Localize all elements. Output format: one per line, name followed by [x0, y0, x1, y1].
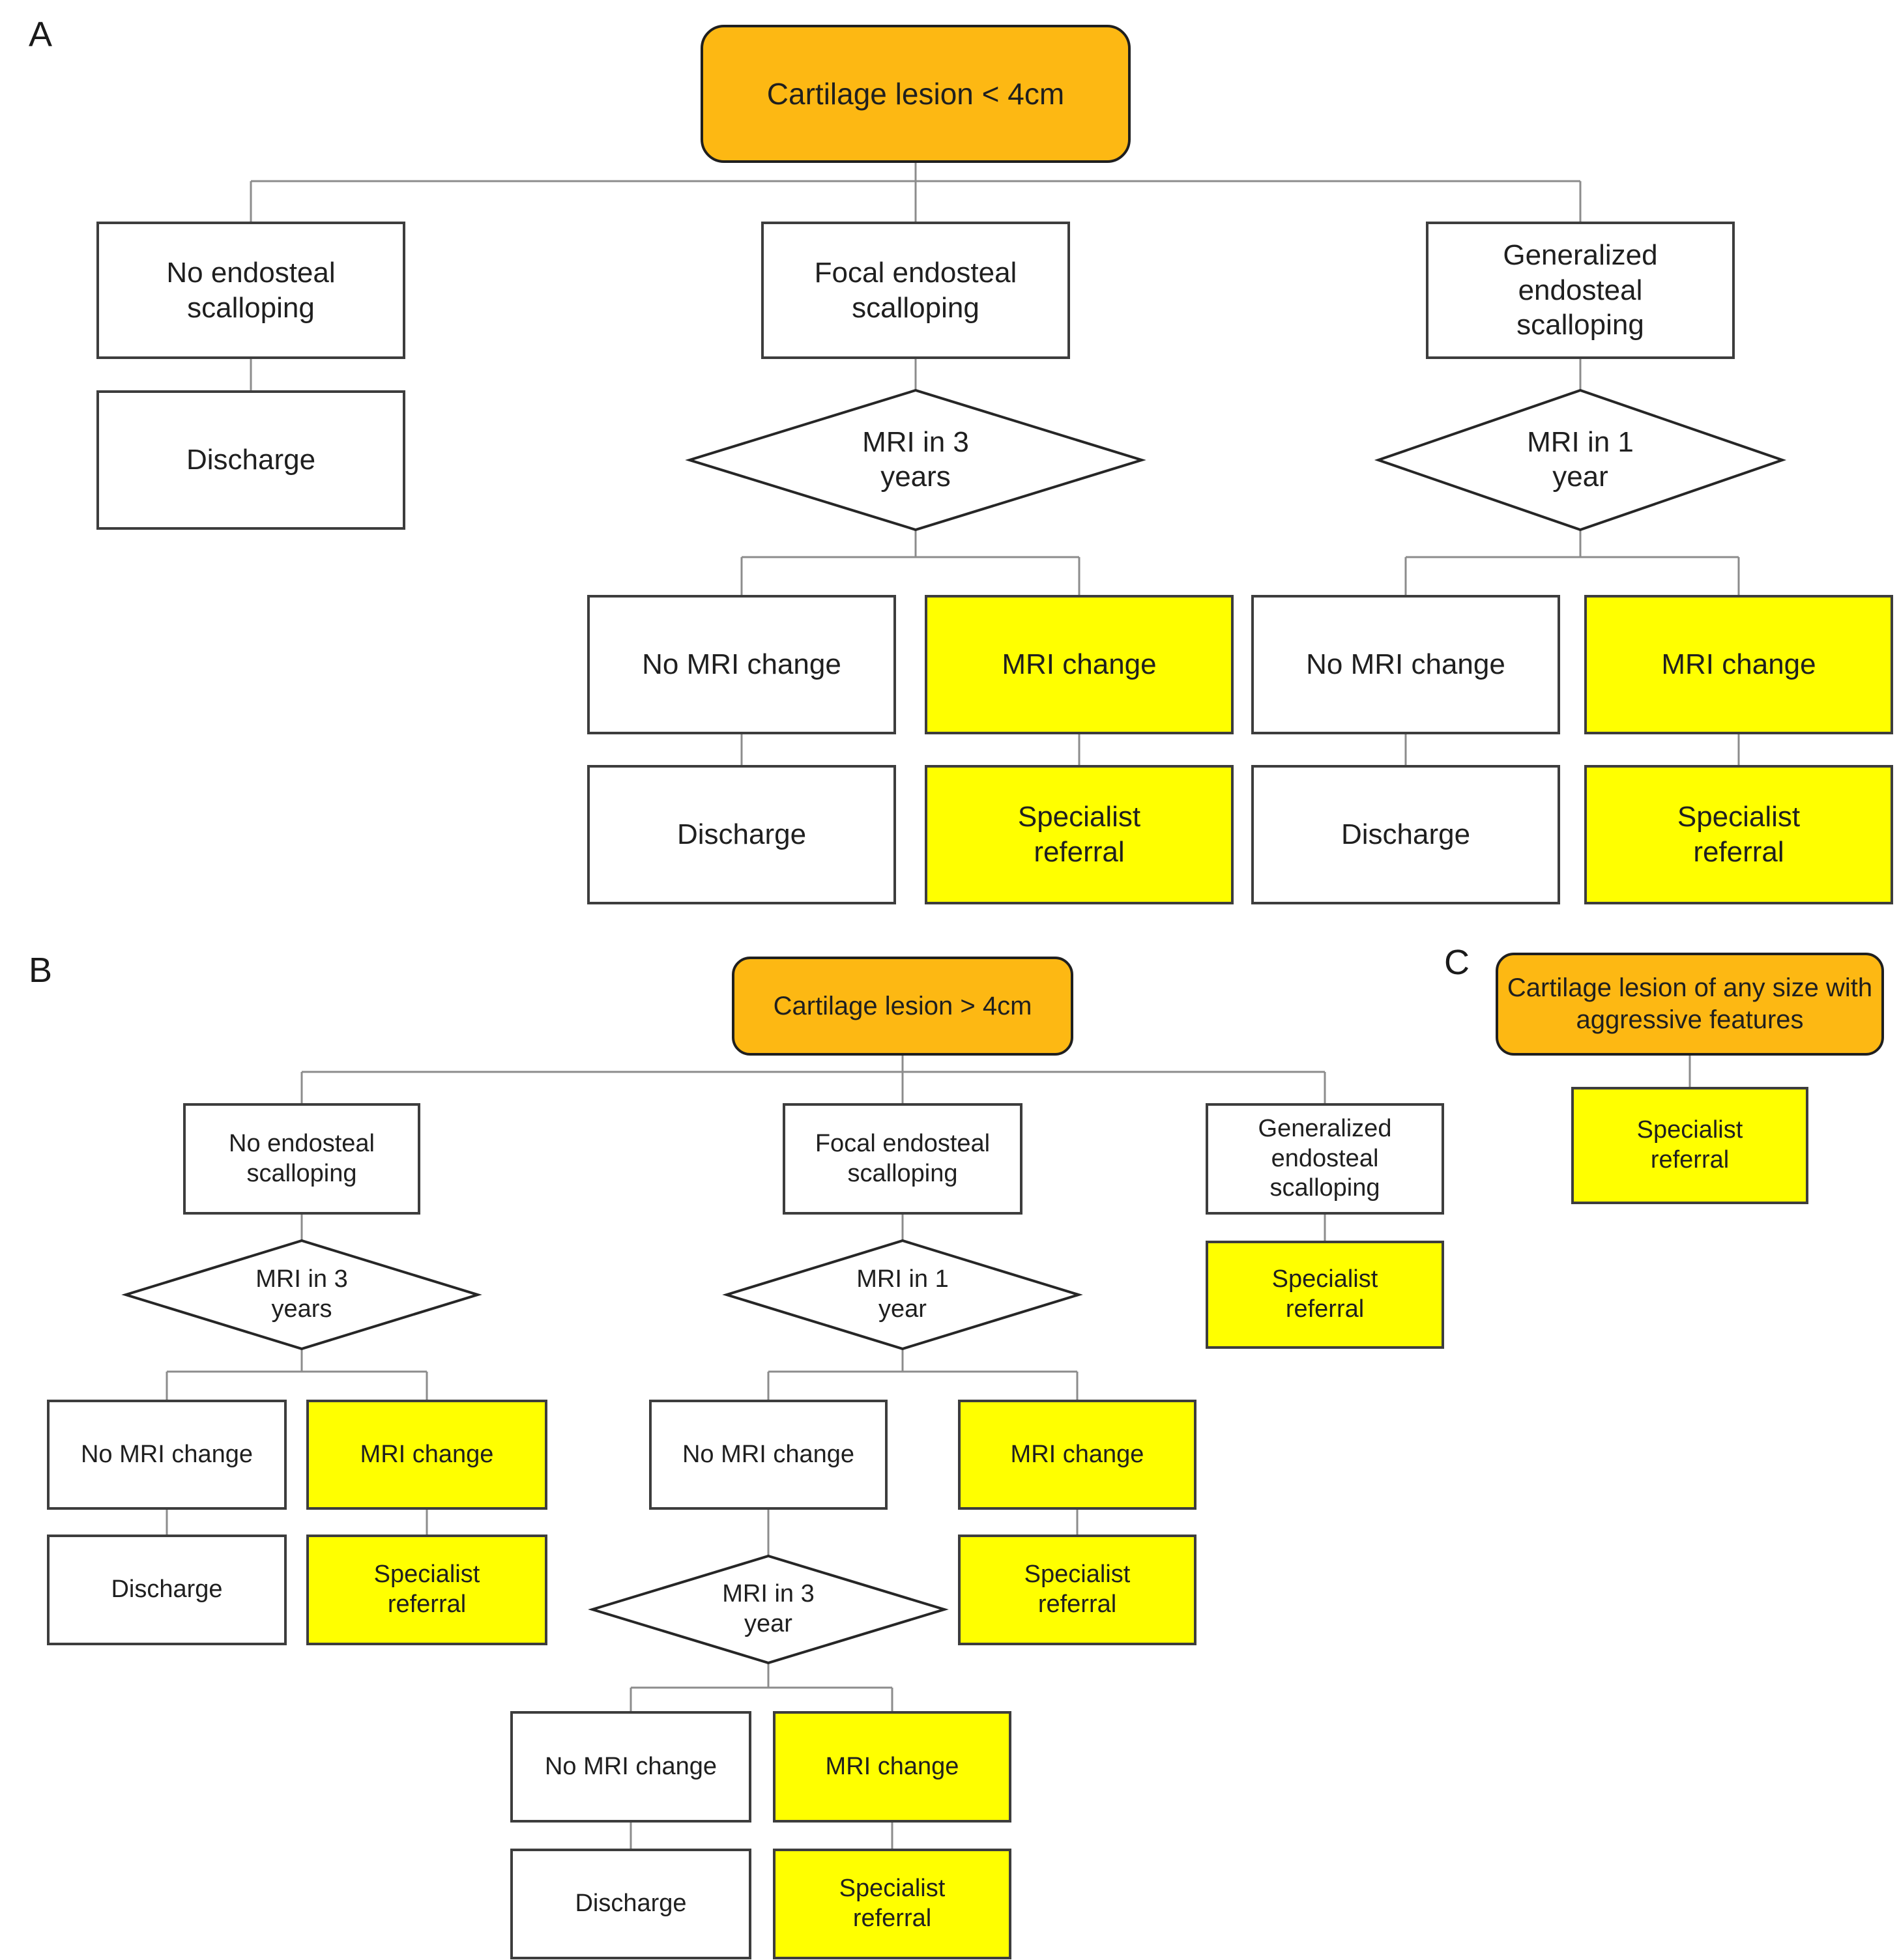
- diamond-b-mri-3-year-followup-shape: [588, 1554, 949, 1665]
- node-b-mid-specialist-referral: Specialist referral: [958, 1535, 1196, 1645]
- node-b-bottom-no-mri-change: No MRI change: [510, 1711, 751, 1823]
- node-b-left-no-mri-change: No MRI change: [47, 1400, 287, 1510]
- node-a-generalized-endosteal-scalloping: Generalized endosteal scalloping: [1426, 222, 1735, 359]
- diamond-a-mri-1-year-label: MRI in 1 year: [1527, 426, 1634, 493]
- diamond-a-mri-3-years-shape: [685, 388, 1146, 532]
- diamond-b-mri-1-year-label: MRI in 1 year: [856, 1265, 949, 1323]
- section-c-label: C: [1444, 943, 1470, 982]
- node-a-focal-specialist-referral: Specialist referral: [925, 765, 1234, 904]
- node-b-left-specialist-referral: Specialist referral: [306, 1535, 547, 1645]
- node-a-focal-no-mri-change: No MRI change: [587, 595, 896, 734]
- diamond-b-mri-3-year-followup-label: MRI in 3 year: [722, 1580, 815, 1637]
- diamond-b-mri-3-years-label: MRI in 3 years: [255, 1265, 348, 1323]
- diamond-a-mri-3-years-label: MRI in 3 years: [862, 426, 969, 493]
- node-b-gen-specialist-referral: Specialist referral: [1206, 1241, 1444, 1349]
- node-b-focal-endosteal-scalloping: Focal endosteal scalloping: [783, 1103, 1022, 1215]
- node-b-bottom-mri-change: MRI change: [773, 1711, 1011, 1823]
- diamond-b-mri-1-year-shape: [722, 1239, 1083, 1351]
- diamond-b-mri-3-years-shape: [121, 1239, 482, 1351]
- node-b-left-mri-change: MRI change: [306, 1400, 547, 1510]
- diamond-a-mri-1-year-shape: [1374, 388, 1787, 532]
- node-a-focal-mri-change: MRI change: [925, 595, 1234, 734]
- node-b-mid-no-mri-change: No MRI change: [649, 1400, 888, 1510]
- node-c-root-cartilage-lesion-any-size: Cartilage lesion of any size with aggres…: [1496, 953, 1884, 1056]
- node-a-root-cartilage-lesion-lt-4cm: Cartilage lesion < 4cm: [701, 25, 1131, 163]
- node-b-left-discharge: Discharge: [47, 1535, 287, 1645]
- node-a-no-endosteal-scalloping: No endosteal scalloping: [96, 222, 405, 359]
- node-b-mid-mri-change: MRI change: [958, 1400, 1196, 1510]
- node-a-focal-discharge: Discharge: [587, 765, 896, 904]
- node-b-generalized-endosteal-scalloping: Generalized endosteal scalloping: [1206, 1103, 1444, 1215]
- node-a-gen-discharge: Discharge: [1251, 765, 1560, 904]
- node-a-discharge-no-endosteal: Discharge: [96, 390, 405, 530]
- node-a-gen-no-mri-change: No MRI change: [1251, 595, 1560, 734]
- node-a-gen-mri-change: MRI change: [1584, 595, 1893, 734]
- node-b-root-cartilage-lesion-gt-4cm: Cartilage lesion > 4cm: [732, 957, 1073, 1056]
- node-b-bottom-discharge: Discharge: [510, 1849, 751, 1959]
- section-b-label: B: [29, 951, 53, 990]
- node-b-no-endosteal-scalloping: No endosteal scalloping: [183, 1103, 420, 1215]
- node-c-specialist-referral: Specialist referral: [1571, 1087, 1808, 1204]
- node-a-focal-endosteal-scalloping: Focal endosteal scalloping: [761, 222, 1070, 359]
- section-a-label: A: [29, 15, 53, 54]
- connector-lines: [166, 163, 1740, 1850]
- node-a-gen-specialist-referral: Specialist referral: [1584, 765, 1893, 904]
- node-b-bottom-specialist-referral: Specialist referral: [773, 1849, 1011, 1959]
